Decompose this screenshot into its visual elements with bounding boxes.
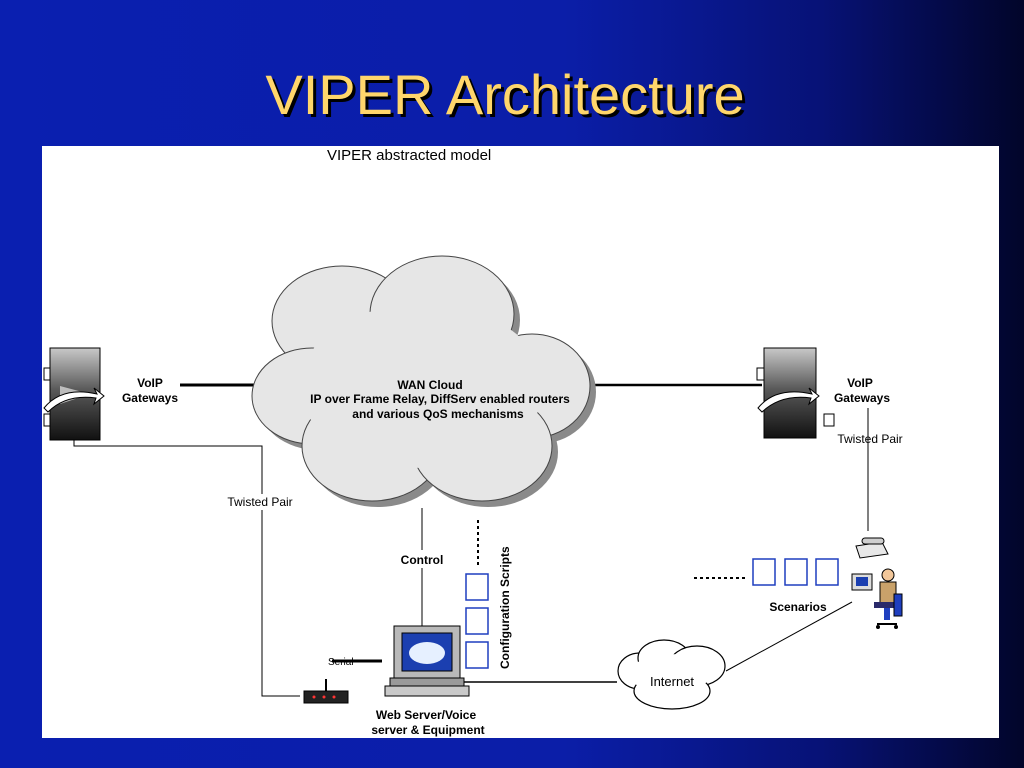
serial-device-icon [303, 679, 349, 704]
control-label-bg [392, 550, 452, 568]
web-server-computer-icon [384, 625, 470, 697]
right-voip-gateway-icon [756, 347, 835, 439]
wan-cloud-line1: WAN Cloud [397, 378, 462, 392]
configuration-scripts-label: Configuration Scripts [498, 546, 512, 669]
scenario-file-icon [815, 558, 839, 586]
scenario-file-icons [752, 558, 839, 586]
serial-label: Serial [328, 657, 354, 668]
wan-cloud: WAN Cloud IP over Frame Relay, DiffServ … [251, 255, 596, 507]
right-gateway-label-line2: Gateways [834, 391, 890, 405]
right-gateway-label-line1: VoIP [847, 376, 873, 390]
left-voip-gateway-icon [43, 347, 105, 441]
web-server-label-line1: Web Server/Voice [376, 708, 477, 722]
scenario-file-icon [752, 558, 776, 586]
script-file-icon [465, 573, 489, 601]
wan-cloud-line3: and various QoS mechanisms [352, 407, 524, 421]
wan-cloud-line2: IP over Frame Relay, DiffServ enabled ro… [310, 392, 570, 406]
control-label: Control [401, 553, 444, 567]
slide-title: VIPER Architecture [265, 63, 745, 126]
internet-label: Internet [650, 674, 694, 689]
left-gateway-label-line2: Gateways [122, 391, 178, 405]
scenario-file-icon [784, 558, 808, 586]
twisted-pair-left-bg [220, 494, 300, 510]
architecture-diagram: VIPER abstracted model WAN Cloud IP over… [43, 147, 903, 737]
configuration-script-icons [465, 573, 489, 669]
internet-cloud [617, 639, 726, 710]
script-file-icon [465, 641, 489, 669]
left-gateway-label-line1: VoIP [137, 376, 163, 390]
internet-user-line [725, 601, 853, 672]
twisted-pair-left-label: Twisted Pair [227, 495, 292, 509]
scenarios-label: Scenarios [769, 600, 827, 614]
model-title: VIPER abstracted model [327, 147, 491, 164]
diagram-panel: VIPER abstracted model WAN Cloud IP over… [42, 146, 999, 738]
web-server-label-line2: server & Equipment [371, 723, 484, 737]
script-file-icon [465, 607, 489, 635]
user-workstation-icon [851, 568, 903, 629]
twisted-pair-right-label: Twisted Pair [837, 432, 902, 446]
telephone-icon [855, 537, 889, 559]
left-twisted-pair-line [73, 440, 300, 697]
